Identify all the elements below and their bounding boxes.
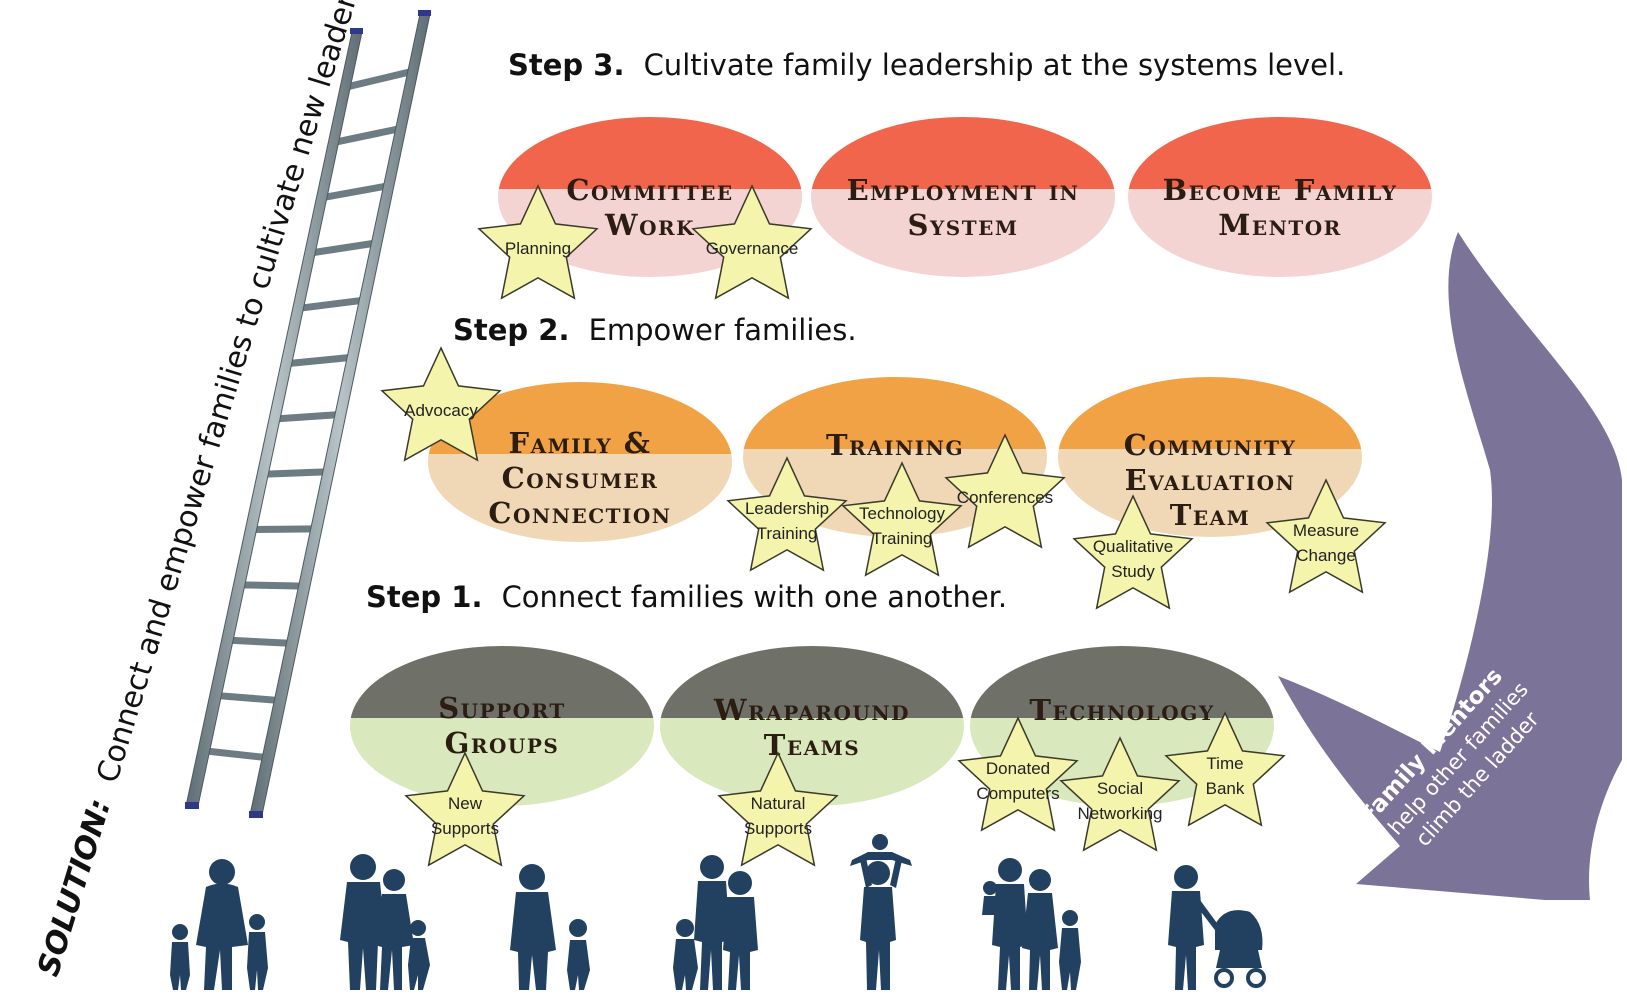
star-label: Donated [986, 759, 1050, 778]
star-label: Social [1097, 779, 1143, 798]
ladder [185, 10, 431, 818]
star-label: Measure [1293, 521, 1359, 540]
ladder-rung [332, 125, 402, 146]
star-label: Training [757, 524, 818, 543]
star-shape [1072, 494, 1194, 610]
oval-title-line: Training [826, 428, 964, 462]
oval-title-line: Become Family [1163, 173, 1398, 207]
star-label: Governance [706, 239, 799, 258]
star-label: Time [1206, 754, 1243, 773]
star-shape [1164, 711, 1286, 827]
star-label: Study [1111, 562, 1155, 581]
silhouette-man-boy [510, 864, 590, 990]
oval-title-line: Support [438, 691, 566, 725]
step-3-heading: Step 3. Cultivate family leadership at t… [508, 48, 1345, 82]
solution-label: SOLUTION: [31, 795, 118, 980]
silhouette-family-three [673, 855, 758, 990]
star-label: Leadership [745, 499, 829, 518]
solution-text: Connect and empower families to cultivat… [90, 0, 371, 787]
star-label: Conferences [957, 488, 1053, 507]
ladder-rung [203, 747, 269, 762]
oval-title-line: Technology [1029, 693, 1214, 727]
ladder-rung [321, 182, 390, 202]
ladder-rung [274, 411, 341, 423]
star-shape [957, 716, 1079, 832]
ladder-rung [215, 691, 281, 705]
oval-title-line: Wraparound [713, 693, 910, 727]
star-label: Bank [1206, 779, 1245, 798]
ladder-rung [297, 296, 366, 312]
family-silhouettes [170, 834, 1266, 990]
step-1-heading: Step 1. Connect families with one anothe… [366, 580, 1007, 614]
step-2-heading: Step 2. Empower families. [453, 313, 857, 347]
star-advocacy: Advocacy [380, 346, 502, 462]
oval-title-line: Work [604, 208, 695, 242]
star-shape [380, 346, 502, 462]
star-label: Training [872, 529, 933, 548]
star-label: Supports [744, 819, 812, 838]
silhouette-mother-two-children [170, 859, 268, 990]
star-shape [944, 433, 1066, 549]
silhouette-couple-child [340, 854, 430, 990]
oval-title-line: Mentor [1218, 208, 1342, 242]
ladder-rung [239, 581, 305, 590]
silhouette-family-kids [982, 858, 1081, 990]
oval-title-line: Committee [566, 173, 733, 207]
star-shape [691, 184, 813, 300]
star-shape [1059, 736, 1181, 852]
star-conferences: Conferences [944, 433, 1066, 549]
star-planning: Planning [477, 184, 599, 300]
oval-title-line: Groups [445, 726, 560, 760]
ladder-rung [344, 67, 414, 91]
star-label: Advocacy [404, 401, 478, 420]
ladder-rung [227, 636, 293, 647]
star-shape [717, 751, 839, 867]
oval-title-line: Connection [488, 496, 671, 530]
ladder-rung [285, 353, 353, 368]
star-shape [1265, 478, 1387, 594]
star-label: Networking [1077, 804, 1162, 823]
silhouette-woman-stroller [1168, 865, 1266, 990]
ladder-rung [262, 468, 329, 478]
star-label: Change [1296, 546, 1356, 565]
oval-title-line: Community [1124, 428, 1297, 462]
star-label: Computers [976, 784, 1059, 803]
oval-title-line: Employment in [847, 173, 1080, 207]
star-shape [404, 751, 526, 867]
oval-title-line: Team [1170, 498, 1250, 532]
star-shape [726, 456, 848, 572]
silhouette-man-lifting-child [850, 834, 912, 990]
star-label: Supports [431, 819, 499, 838]
star-shape [477, 184, 599, 300]
star-label: Qualitative [1093, 537, 1173, 556]
oval-title-line: Consumer [502, 461, 659, 495]
oval-title-line: System [908, 208, 1019, 242]
oval-title-line: Family & [509, 426, 652, 460]
star-label: New [448, 794, 483, 813]
star-label: Planning [505, 239, 571, 258]
star-label: Technology [859, 504, 946, 523]
ladder-rung [309, 239, 378, 257]
ladder-rung [250, 525, 317, 534]
star-shape [841, 461, 963, 577]
oval-title-line: Evaluation [1125, 463, 1296, 497]
star-label: Natural [751, 794, 806, 813]
star-governance: Governance [691, 184, 813, 300]
